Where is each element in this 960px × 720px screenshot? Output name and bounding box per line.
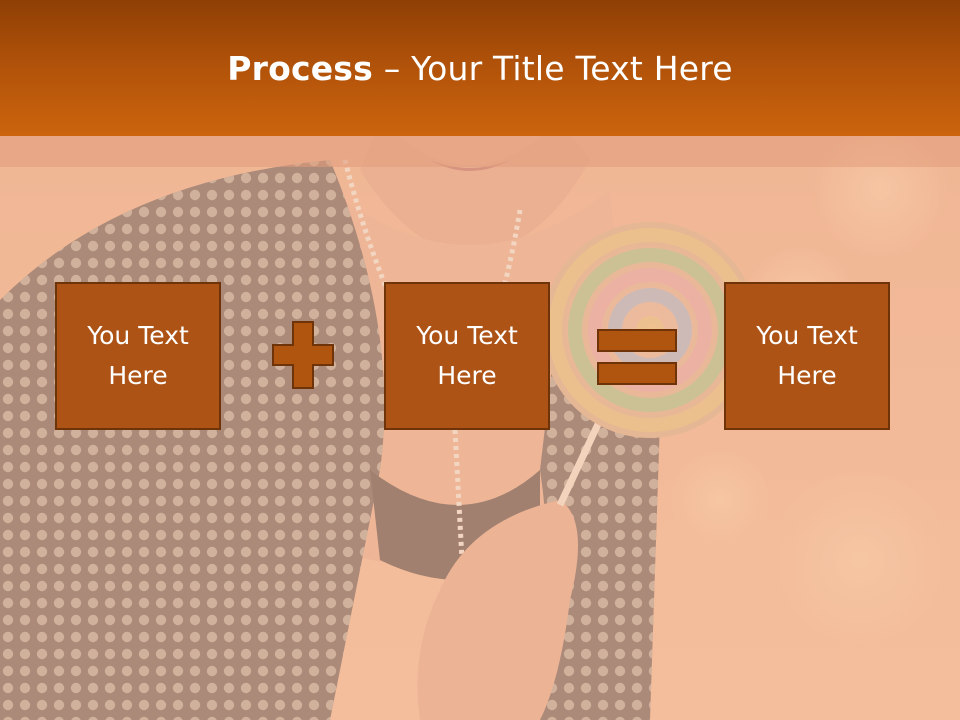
process-box-label: You Text Here (756, 321, 858, 390)
header-shadow-band (0, 136, 960, 167)
process-box-2[interactable]: You Text Here (384, 282, 550, 430)
title-separator: – (383, 48, 401, 88)
title-rest: Your Title Text Here (411, 48, 733, 88)
process-box-3[interactable]: You Text Here (724, 282, 890, 430)
slide-title[interactable]: Process – Your Title Text Here (227, 49, 733, 88)
plus-icon (272, 321, 334, 389)
title-strong: Process (227, 48, 373, 88)
process-box-label: You Text Here (87, 321, 189, 390)
equals-icon (597, 329, 677, 385)
title-bar: Process – Your Title Text Here (0, 0, 960, 136)
process-box-1[interactable]: You Text Here (55, 282, 221, 430)
process-box-label: You Text Here (416, 321, 518, 390)
